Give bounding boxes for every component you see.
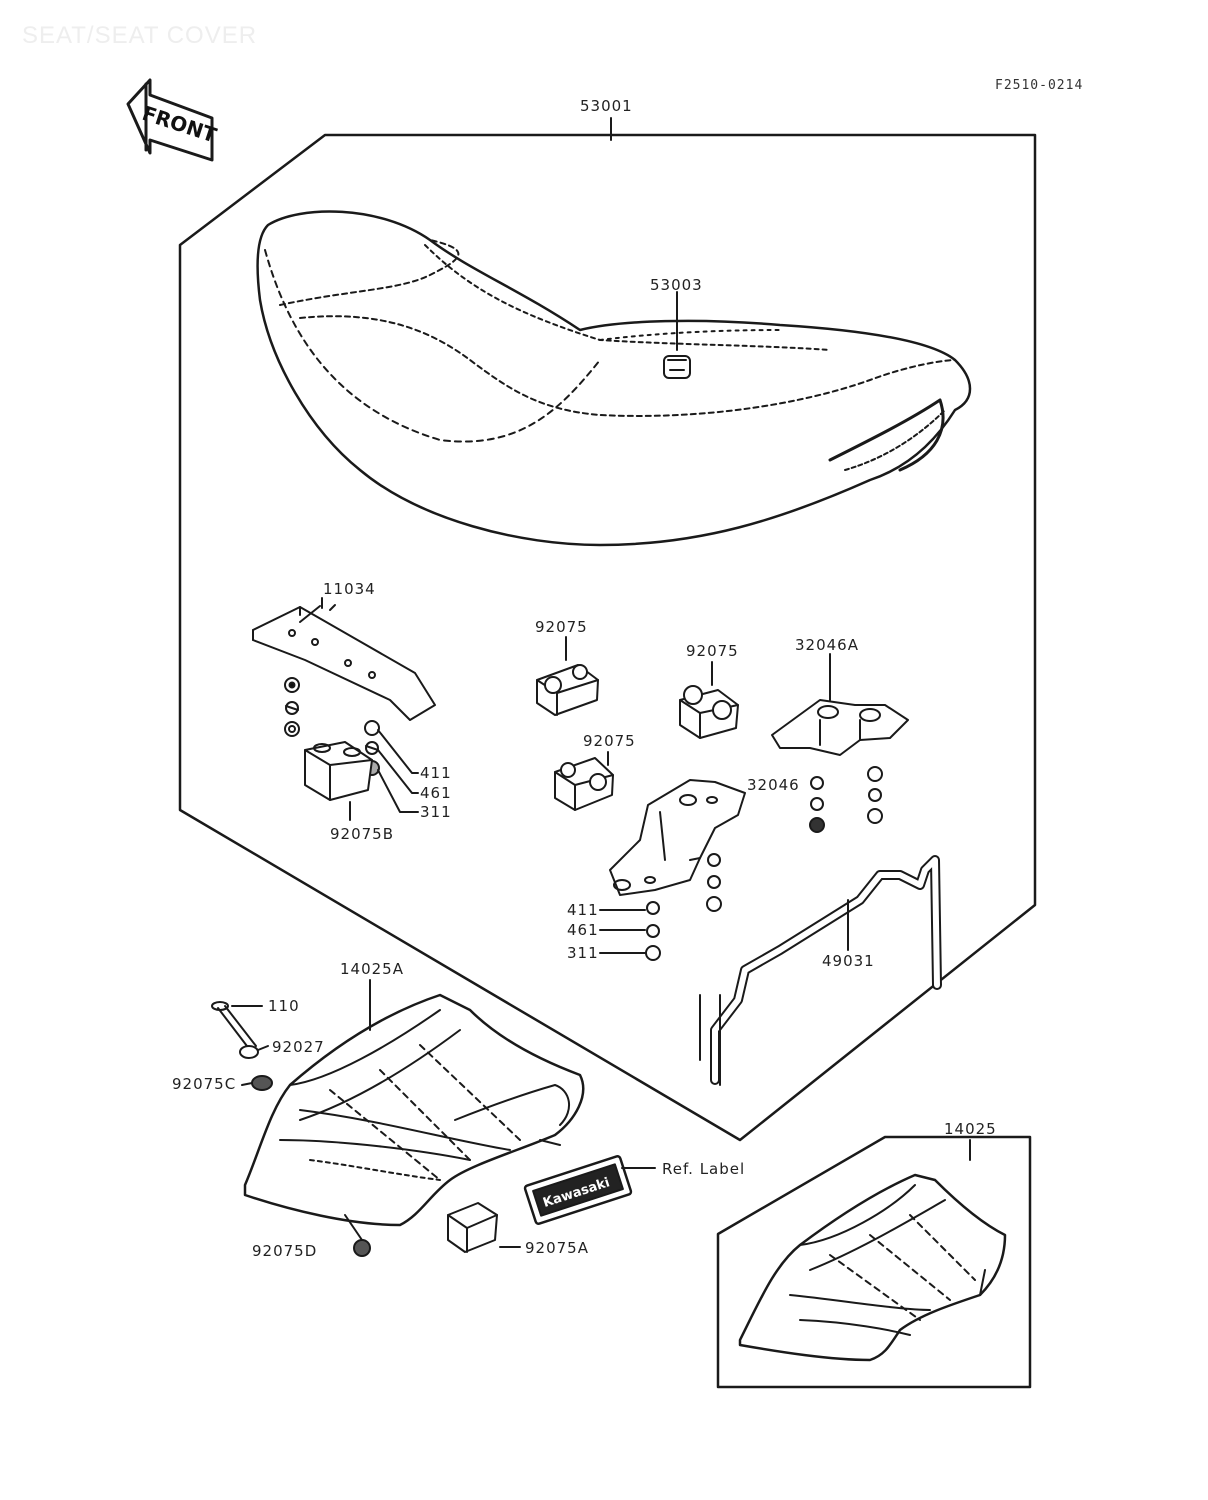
label-92075D: 92075D: [252, 1242, 318, 1260]
damper-92075-b: [679, 685, 739, 739]
damper-92075B: [304, 741, 373, 801]
label-311-left: 311: [420, 803, 452, 821]
rack-14025A: [243, 993, 585, 1227]
front-arrow-icon: FRONT: [126, 78, 220, 162]
rack-14025: [738, 1173, 1007, 1362]
label-92075-a: 92075: [535, 618, 588, 636]
label-92075C: 92075C: [172, 1075, 237, 1093]
strap-49031: [699, 855, 942, 1086]
bolt-110: [211, 1001, 257, 1051]
label-ref-label: Ref. Label: [662, 1160, 746, 1178]
bracket-32046: [609, 779, 746, 896]
label-53001: 53001: [580, 97, 633, 115]
bracket-32046A: [771, 699, 909, 756]
label-411-center: 411: [567, 901, 599, 919]
rack-outline: [716, 1135, 1032, 1389]
diagram-code: F2510-0214: [995, 78, 1084, 93]
kawasaki-emblem: Kawasaki: [523, 1155, 633, 1225]
damper-92075A: [447, 1202, 498, 1253]
label-92075A: 92075A: [525, 1239, 589, 1257]
label-92075-c: 92075: [583, 732, 636, 750]
plate-11034: [252, 604, 436, 721]
label-461-left: 461: [420, 784, 452, 802]
label-32046: 32046: [747, 776, 800, 794]
label-14025A: 14025A: [340, 960, 404, 978]
label-11034: 11034: [323, 580, 376, 598]
label-92027: 92027: [272, 1038, 325, 1056]
label-411-left: 411: [420, 764, 452, 782]
label-53003: 53003: [650, 276, 703, 294]
assembly-outline: [178, 133, 1037, 1142]
seat-illustration: [256, 210, 972, 547]
label-92075-b: 92075: [686, 642, 739, 660]
label-32046A: 32046A: [795, 636, 859, 654]
label-14025: 14025: [944, 1120, 997, 1138]
damper-92075-a: [536, 664, 599, 716]
label-311-center: 311: [567, 944, 599, 962]
label-110: 110: [268, 997, 300, 1015]
label-461-center: 461: [567, 921, 599, 939]
label-92075B: 92075B: [330, 825, 395, 843]
damper-92075-c: [554, 757, 614, 811]
page-title: SEAT/SEAT COVER: [22, 22, 258, 49]
label-49031: 49031: [822, 952, 875, 970]
